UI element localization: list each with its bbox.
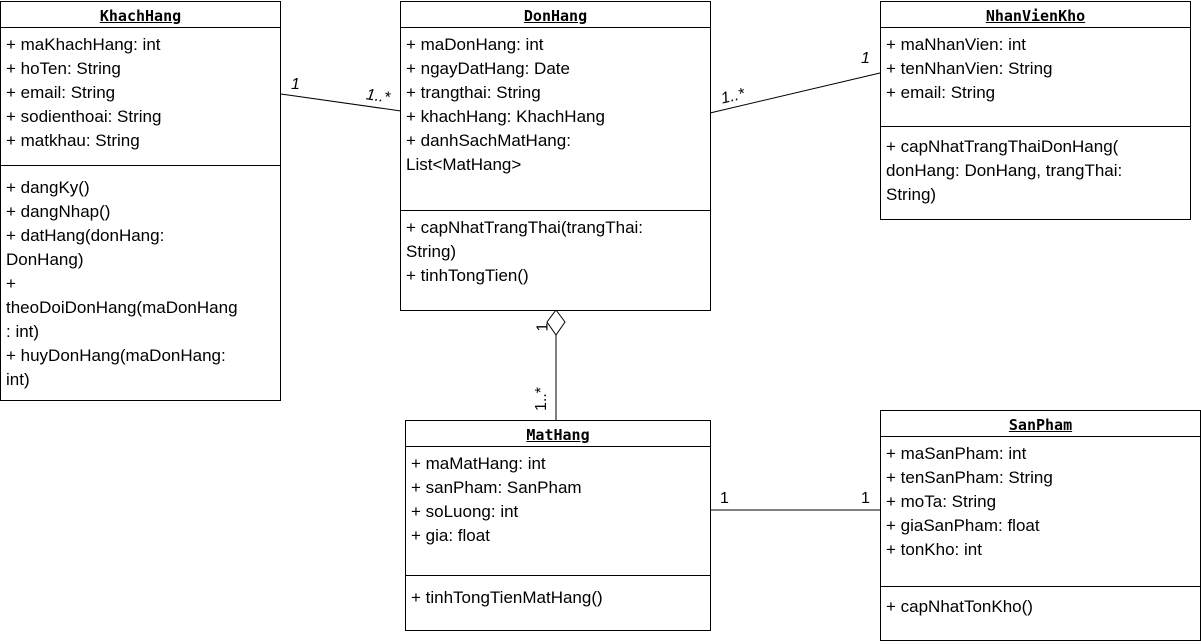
class-name: SanPham: [881, 411, 1200, 437]
method: + dangNhap(): [6, 202, 111, 221]
attribute: + sanPham: SanPham: [411, 478, 582, 497]
methods-section: + capNhatTrangThai(trangThai: String) + …: [401, 210, 710, 293]
attribute: + trangthai: String: [406, 83, 541, 102]
attributes-section: + maKhachHang: int + hoTen: String + ema…: [1, 28, 280, 165]
attribute: + giaSanPham: float: [886, 516, 1040, 535]
attribute: + khachHang: KhachHang: [406, 107, 605, 126]
association-khachhang-donhang: [280, 93, 402, 112]
method: +: [6, 274, 16, 293]
class-name: DonHang: [401, 2, 710, 28]
multiplicity-label: 1: [534, 322, 552, 332]
method: + tinhTongTienMatHang(): [411, 588, 603, 607]
method: : int): [6, 322, 40, 341]
attribute: List<MatHang>: [406, 155, 522, 174]
methods-section: + capNhatTrangThaiDonHang( donHang: DonH…: [881, 126, 1190, 212]
multiplicity-label: 1: [861, 50, 870, 67]
aggregation-diamond-icon: [546, 309, 566, 336]
attribute: + maMatHang: int: [411, 454, 546, 473]
methods-section: + capNhatTonKho(): [881, 586, 1200, 624]
method: + dangKy(): [6, 178, 90, 197]
attribute: + sodienthoai: String: [6, 107, 162, 126]
method: + capNhatTrangThaiDonHang(: [886, 137, 1119, 156]
method: + huyDonHang(maDonHang:: [6, 346, 226, 365]
class-donhang[interactable]: DonHang + maDonHang: int + ngayDatHang: …: [400, 1, 711, 311]
class-nhanvienkho[interactable]: NhanVienKho + maNhanVien: int + tenNhanV…: [880, 1, 1191, 220]
class-name: MatHang: [406, 421, 710, 447]
class-name: KhachHang: [1, 2, 280, 28]
class-sanpham[interactable]: SanPham + maSanPham: int + tenSanPham: S…: [880, 410, 1201, 641]
multiplicity-label: 1: [291, 76, 300, 93]
method: + capNhatTonKho(): [886, 597, 1033, 616]
method: + datHang(donHang:: [6, 226, 165, 245]
attribute: + email: String: [886, 83, 996, 102]
attribute: + gia: float: [411, 526, 490, 545]
attribute: + matkhau: String: [6, 131, 140, 150]
multiplicity-label: 1: [861, 490, 870, 507]
method: theoDoiDonHang(maDonHang: [6, 298, 238, 317]
method: DonHang): [6, 250, 84, 269]
methods-section: + dangKy() + dangNhap() + datHang(donHan…: [1, 165, 280, 397]
method: int): [6, 370, 30, 389]
multiplicity-label: 1: [720, 490, 729, 507]
attribute: + tonKho: int: [886, 540, 982, 559]
attribute: + hoTen: String: [6, 59, 121, 78]
method: + tinhTongTien(): [406, 266, 529, 285]
attribute: + maNhanVien: int: [886, 35, 1027, 54]
attribute: + moTa: String: [886, 492, 997, 511]
attribute: + ngayDatHang: Date: [406, 59, 570, 78]
class-khachhang[interactable]: KhachHang + maKhachHang: int + hoTen: St…: [0, 1, 281, 401]
multiplicity-label: 1..*: [365, 86, 392, 107]
attribute: + maKhachHang: int: [6, 35, 161, 54]
attribute: + maSanPham: int: [886, 444, 1027, 463]
attribute: + soLuong: int: [411, 502, 519, 521]
attributes-section: + maMatHang: int + sanPham: SanPham + so…: [406, 447, 710, 575]
method: String): [886, 185, 937, 204]
method: String): [406, 242, 457, 261]
class-name: NhanVienKho: [881, 2, 1190, 28]
method: donHang: DonHang, trangThai:: [886, 161, 1123, 180]
attribute: + tenNhanVien: String: [886, 59, 1053, 78]
methods-section: + tinhTongTienMatHang(): [406, 575, 710, 615]
attribute: + maDonHang: int: [406, 35, 544, 54]
association-donhang-nhanvienkho: [709, 72, 881, 114]
attributes-section: + maSanPham: int + tenSanPham: String + …: [881, 437, 1200, 586]
attribute: + tenSanPham: String: [886, 468, 1053, 487]
attributes-section: + maNhanVien: int + tenNhanVien: String …: [881, 28, 1190, 126]
multiplicity-label: 1..*: [533, 386, 551, 412]
attributes-section: + maDonHang: int + ngayDatHang: Date + t…: [401, 28, 710, 210]
method: + capNhatTrangThai(trangThai:: [406, 218, 644, 237]
attribute: + email: String: [6, 83, 116, 102]
attribute: + danhSachMatHang:: [406, 131, 571, 150]
class-mathang[interactable]: MatHang + maMatHang: int + sanPham: SanP…: [405, 420, 711, 631]
